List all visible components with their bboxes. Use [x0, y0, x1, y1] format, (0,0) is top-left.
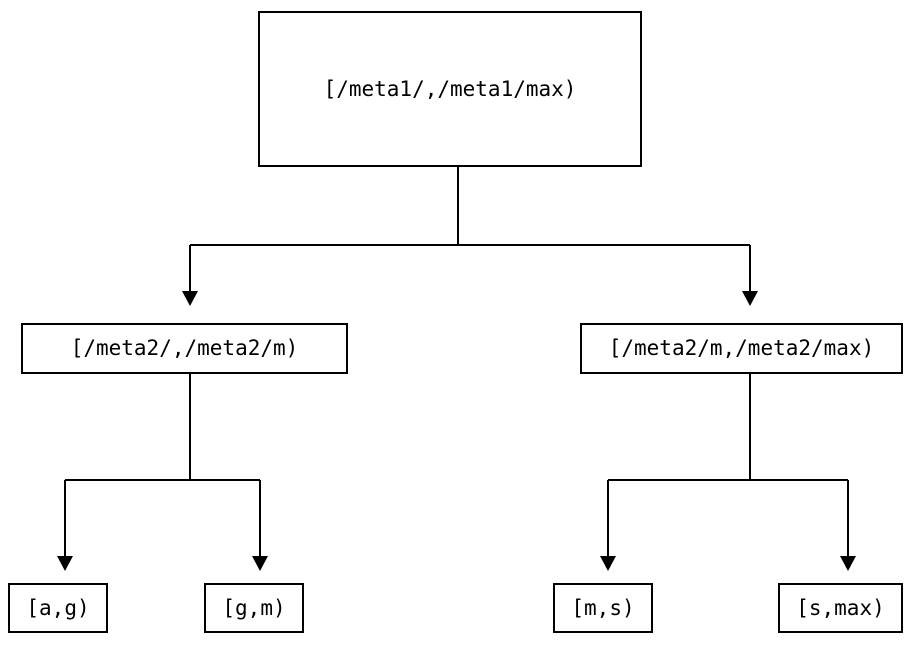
tree-node-mid-left[interactable]: [/meta2/,/meta2/m) — [21, 323, 348, 374]
tree-node-leaf-ms[interactable]: [m,s) — [553, 583, 653, 633]
arrowhead-root-to-mid-right-icon — [742, 291, 758, 306]
tree-node-leaf-gm[interactable]: [g,m) — [204, 583, 304, 633]
tree-node-leaf-ag-label: [a,g) — [26, 595, 90, 620]
tree-node-leaf-smax[interactable]: [s,max) — [778, 583, 903, 633]
tree-node-leaf-ag[interactable]: [a,g) — [8, 583, 108, 633]
arrowhead-mid-left-to-leaf-gm-icon — [252, 556, 268, 571]
tree-node-leaf-ms-label: [m,s) — [571, 595, 635, 620]
edge-root-to-mid-group — [182, 167, 758, 306]
tree-node-mid-left-label: [/meta2/,/meta2/m) — [70, 336, 299, 360]
edge-mid-right-to-leaves-group — [600, 374, 856, 571]
arrowhead-root-to-mid-left-icon — [182, 291, 198, 306]
tree-node-mid-right-label: [/meta2/m,/meta2/max) — [608, 336, 875, 360]
tree-node-leaf-gm-label: [g,m) — [222, 595, 286, 620]
arrowhead-mid-right-to-leaf-smax-icon — [840, 556, 856, 571]
edge-mid-left-to-leaves-group — [57, 374, 268, 571]
tree-node-root[interactable]: [/meta1/,/meta1/max) — [258, 11, 642, 167]
tree-node-mid-right[interactable]: [/meta2/m,/meta2/max) — [580, 323, 903, 374]
tree-node-root-label: [/meta1/,/meta1/max) — [323, 76, 577, 101]
arrowhead-mid-left-to-leaf-ag-icon — [57, 556, 73, 571]
tree-node-leaf-smax-label: [s,max) — [796, 595, 885, 620]
arrowhead-mid-right-to-leaf-ms-icon — [600, 556, 616, 571]
